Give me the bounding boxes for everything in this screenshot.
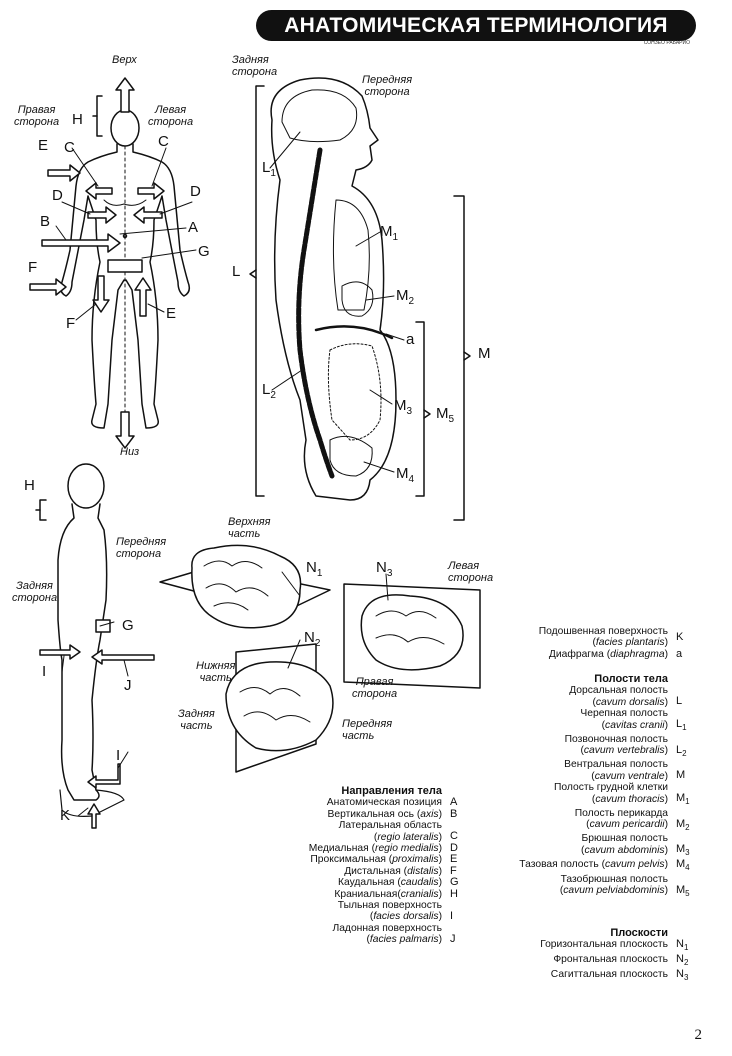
legend-row: Проксимальная (proximalis)E [310,853,458,866]
legend-row: Дорсальная полость (cavum dorsalis)L [569,685,683,708]
legend-cavities: Полости тела Дорсальная полость (cavum d… [470,673,698,899]
letter-l2: L2 [262,381,276,401]
legend-row: Тазовая полость (cavum pelvis)M4 [519,858,690,873]
letter-n1: N1 [306,559,323,579]
letter-m3: M3 [394,397,413,417]
label-upper-part: Верхняя часть [228,516,271,540]
legend-row: Дистальная (distalis)F [344,864,457,877]
letter-d-right: D [52,187,63,204]
label-front-side-2: Передняя сторона [116,536,167,560]
label-front-side: Передняя сторона [362,74,413,98]
legend-row: Позвоночная полость (cavum vertebralis)L… [564,733,687,758]
legend-heading: Полости тела [594,673,668,685]
legend-row: Вентральная полость (cavum ventrale)M [564,759,686,782]
legend-row: Медиальная (regio medialis)D [308,842,458,855]
letter-c-left: C [158,133,169,150]
letter-g-side: G [122,617,134,634]
page-title: АНАТОМИЧЕСКАЯ ТЕРМИНОЛОГИЯ [256,10,696,41]
label-right-side: Правая сторона [14,104,60,128]
letter-g-front: G [198,243,210,260]
letter-l: L [232,263,241,280]
legend-misc: Подошвенная поверхность (facies plantari… [470,626,698,660]
legend-heading: Направления тела [341,785,442,797]
letter-m2: M2 [396,287,415,307]
label-up: Верх [112,54,137,66]
legend-row: Черепная полость (cavitas cranii)L1 [580,708,687,733]
label-back-side: Задняя сторона [232,54,278,78]
letter-n2: N2 [304,629,321,649]
letter-n3: N3 [376,559,393,579]
letter-m4: M4 [396,465,415,485]
brain-frontal-plane [225,643,334,773]
side-body-figure [35,463,155,829]
letter-i-foot: I [116,747,121,764]
label-back-side-2: Задняя сторона [12,580,58,604]
brain-horizontal-plane [159,544,331,629]
letter-j: J [124,677,132,694]
label-lower-part: Нижняя часть [196,660,236,684]
letter-d-left: D [190,183,201,200]
legend-row: Полость грудной клетки (cavum thoracis)M… [553,782,690,807]
letter-e-leg: E [166,305,177,322]
label-left-side-2: Левая сторона [448,560,494,584]
label-front-part: Передняя часть [342,718,393,742]
legend-row: Диафрагма (diaphragma)a [548,647,683,660]
letter-b: B [40,213,51,230]
label-right-side-2: Правая сторона [352,676,398,700]
letter-a: A [188,219,199,236]
legend-row: Вертикальная ось (axis)B [327,807,458,820]
legend-row: Полость перикарда (cavum pericardii)M2 [574,807,690,832]
letter-e-arm: E [38,137,49,154]
letter-h-side: H [24,477,35,494]
legend-row: Каудальная (caudalis)G [337,876,459,889]
letter-m: M [478,345,491,362]
letter-l1: L1 [262,159,276,179]
legend-row: Тазобрюшная полость (cavum pelviabdomini… [559,873,690,898]
sagittal-body-section [249,77,471,521]
legend-row: Ладонная поверхность (facies palmaris)J [332,922,456,946]
label-back-part: Задняя часть [178,708,215,732]
front-body-figure [29,77,197,449]
label-down: Низ [120,446,140,458]
letter-m1: M1 [380,223,399,243]
title-credit: СОНЗЕО РАБАРИО [643,40,690,46]
letter-f-leg: F [66,315,76,332]
legend-row: Краниальная(cranialis)H [334,887,458,900]
legend-row: Латеральная область (regio lateralis)C [338,820,458,843]
legend-row: Тыльная поверхность (facies dorsalis)I [337,900,454,923]
letter-a-diaphragm: a [406,331,415,348]
letter-c-right: C [64,139,75,156]
letter-m5: M5 [436,405,455,425]
letter-i-hand: I [42,663,47,680]
legend-row: Брюшная полость (cavum abdominis)M3 [581,833,690,858]
letter-k: K [60,807,71,824]
label-left-side: Левая сторона [148,104,194,128]
page-number: 2 [694,1027,703,1043]
letter-h-front: H [72,111,83,128]
brain-sagittal-plane [343,583,481,689]
legend-heading: Плоскости [610,927,668,939]
letter-f-hand: F [28,259,38,276]
legend-row: Подошвенная поверхность (facies plantari… [538,626,684,649]
